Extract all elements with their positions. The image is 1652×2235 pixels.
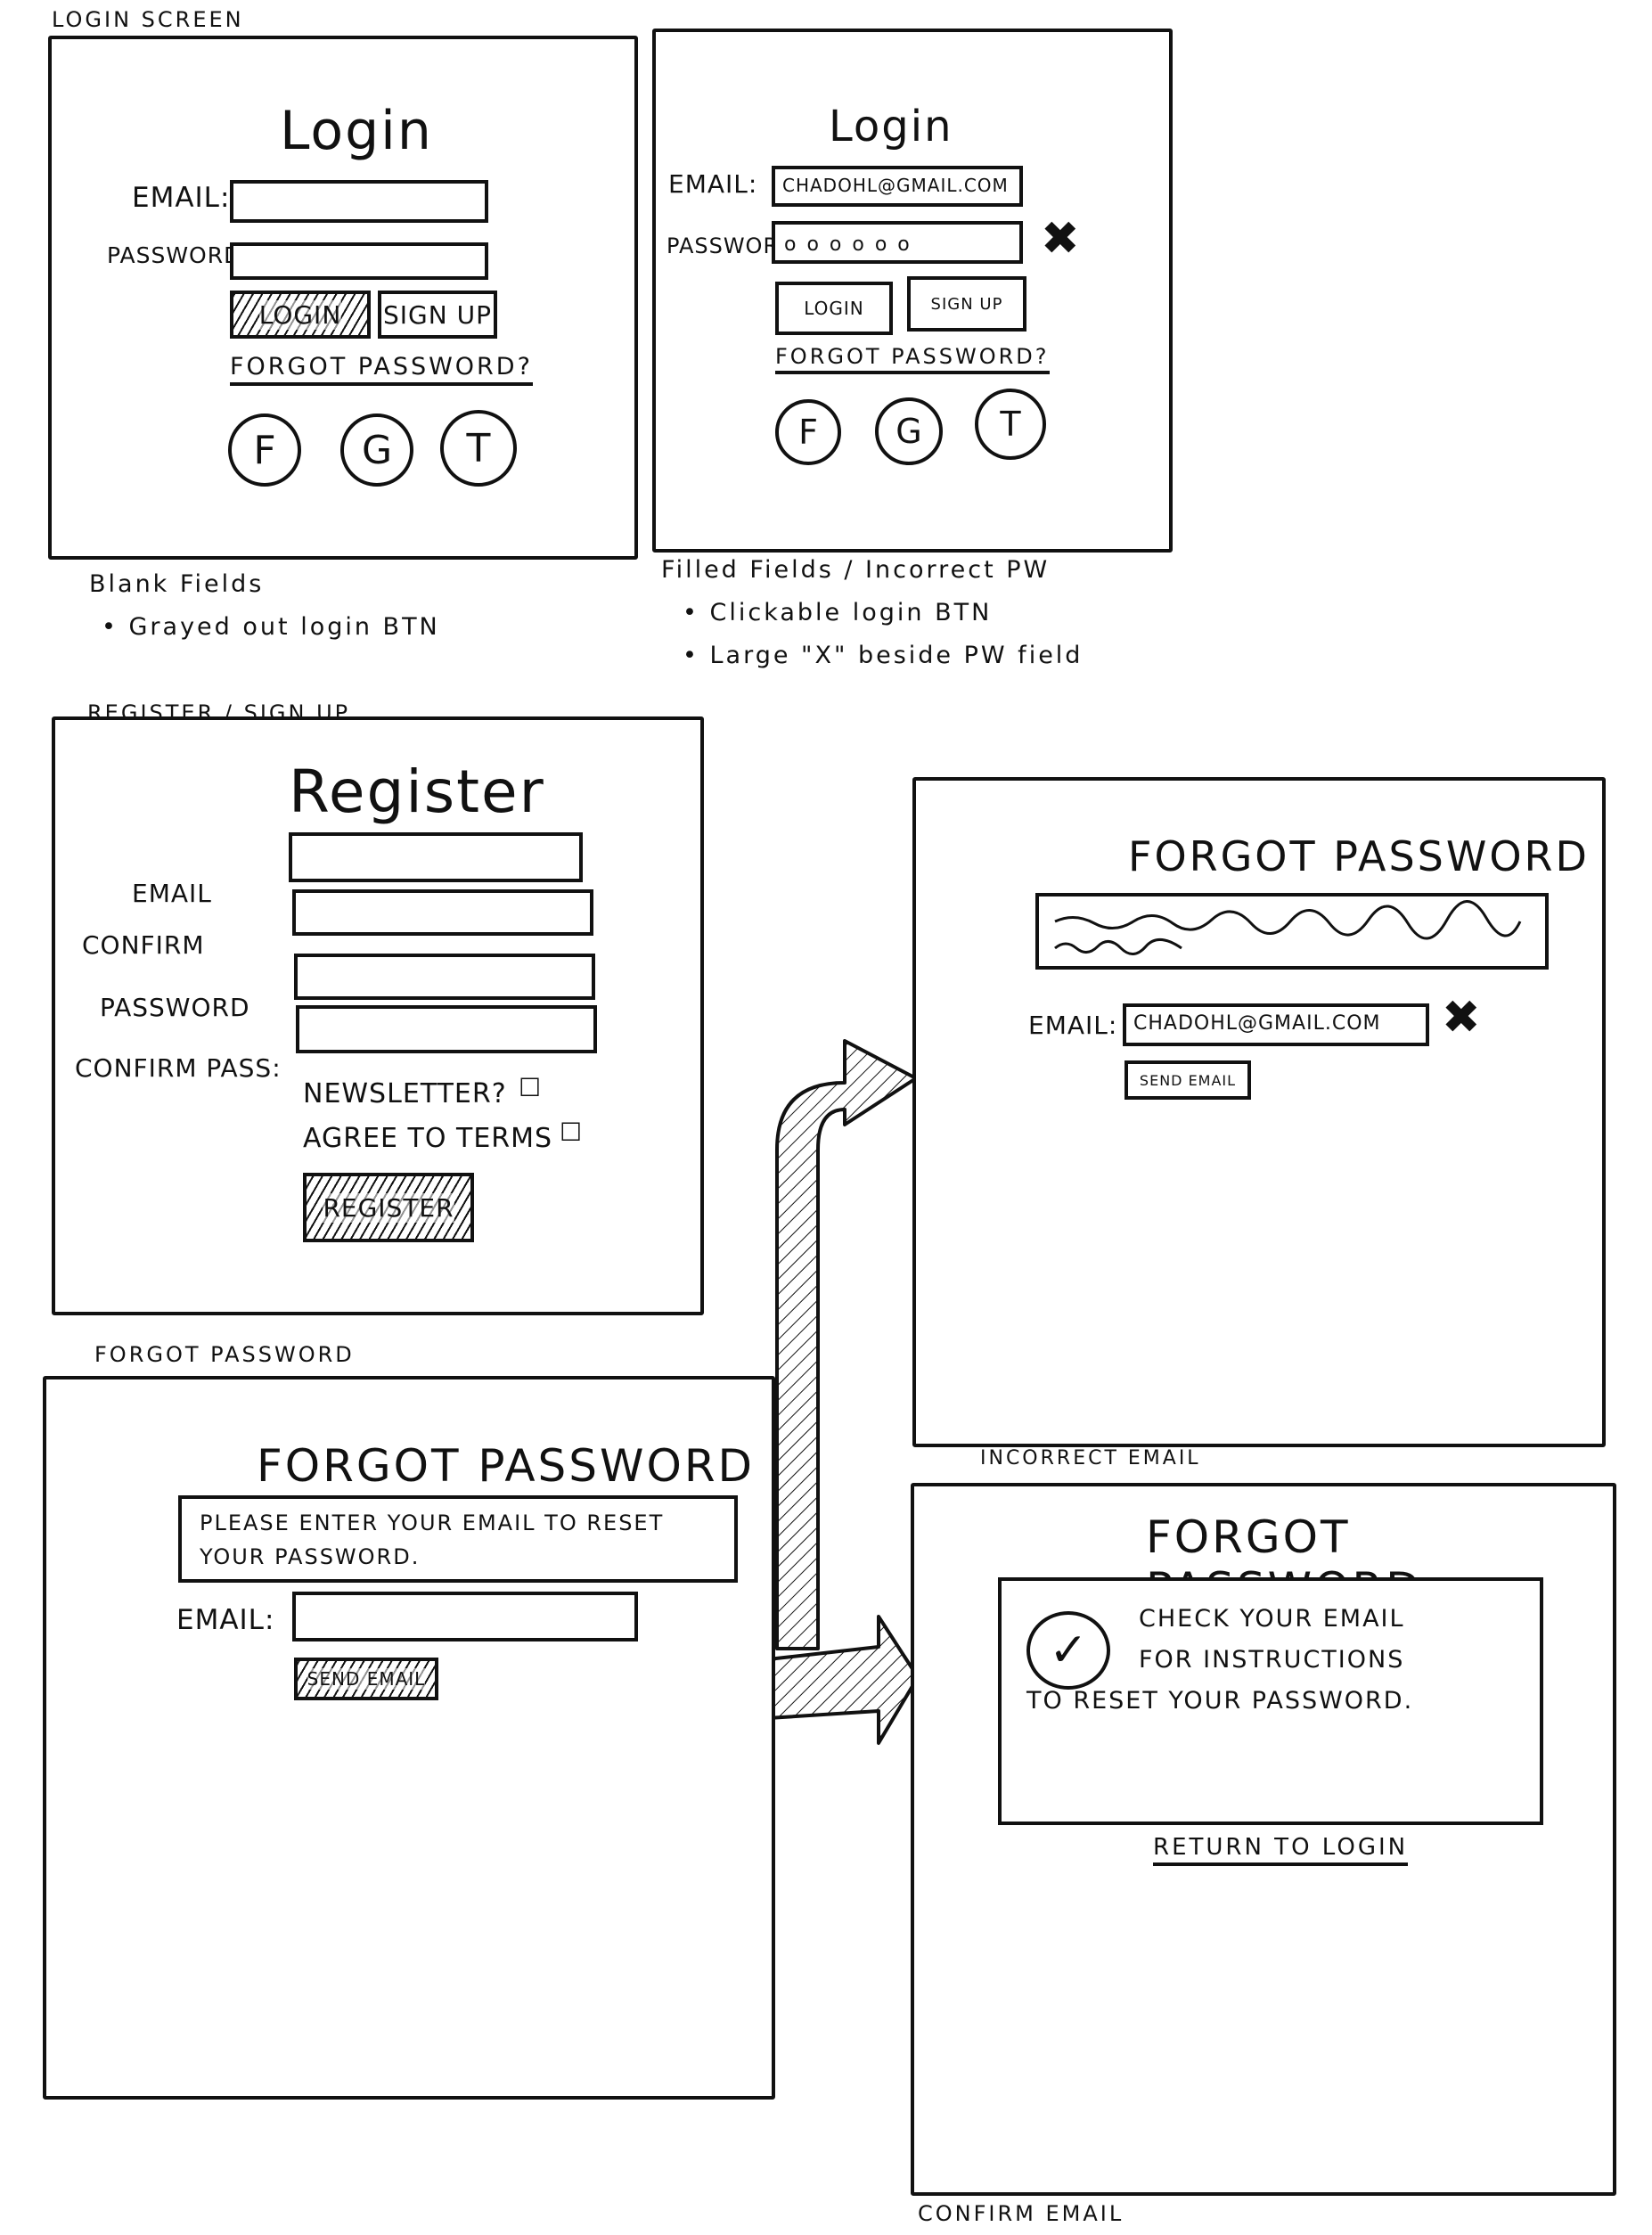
arrow-to-confirm-email xyxy=(766,1615,920,1745)
register-frame: Register EMAIL CONFIRM PASSWORD CONFIRM … xyxy=(52,716,704,1315)
facebook-login-icon[interactable]: F xyxy=(775,399,841,465)
confirm-email-caption: Confirm Email xyxy=(918,2201,1125,2226)
signup-button[interactable]: SIGN UP xyxy=(907,276,1026,332)
confirmation-message: CHECK YOUR EMAIL FOR INSTRUCTIONS TO RES… xyxy=(1026,1599,1525,1722)
check-circle-icon: ✓ xyxy=(1026,1611,1110,1690)
login-screen-caption: Login Screen xyxy=(52,7,244,32)
password-label: PASSWORD xyxy=(100,993,250,1022)
signup-button[interactable]: SIGN UP xyxy=(378,291,497,339)
forgot-caption: Forgot Password xyxy=(94,1342,355,1367)
register-button-disabled: REGISTER xyxy=(303,1173,474,1242)
password-label: PASSWORD: xyxy=(107,242,250,268)
note-title: Blank Fields xyxy=(89,570,265,598)
send-email-button[interactable]: SEND EMAIL xyxy=(1125,1060,1251,1100)
confirm-email-input[interactable] xyxy=(292,889,593,936)
forgot-title: FORGOT PASSWORD xyxy=(1128,832,1590,880)
login-filled-frame: Login EMAIL: CHADOHL@GMAIL.COM PASSWORD … xyxy=(652,29,1173,553)
email-error-x-icon: ✖ xyxy=(1442,991,1481,1044)
message-line: CHECK YOUR EMAIL xyxy=(1139,1605,1405,1633)
terms-checkbox[interactable]: ☐ xyxy=(560,1118,583,1147)
newsletter-checkbox[interactable]: ☐ xyxy=(519,1073,542,1102)
scribble-text-icon xyxy=(1054,900,1522,955)
confirm-frame: FORGOT PASSWORD ✓ CHECK YOUR EMAIL FOR I… xyxy=(911,1483,1616,2196)
login-blank-frame: Login EMAIL: PASSWORD: LOGIN SIGN UP FOR… xyxy=(48,36,638,560)
send-email-button-disabled: SEND EMAIL xyxy=(294,1658,438,1700)
note-title: Filled Fields / Incorrect PW xyxy=(661,556,1051,584)
google-login-icon[interactable]: G xyxy=(875,397,943,465)
forgot-password-link[interactable]: FORGOT PASSWORD? xyxy=(775,344,1050,374)
password-input-filled[interactable]: oooooo xyxy=(772,221,1023,264)
google-login-icon[interactable]: G xyxy=(340,413,413,487)
email-label: EMAIL: xyxy=(1028,1011,1118,1040)
message-line: FOR INSTRUCTIONS xyxy=(1139,1646,1405,1674)
register-title: Register xyxy=(289,757,545,826)
instructions-box: PLEASE ENTER YOUR EMAIL TO RESET YOUR PA… xyxy=(178,1495,738,1583)
confirm-email-label: CONFIRM xyxy=(82,930,205,960)
incorrect-email-caption: Incorrect Email xyxy=(980,1447,1201,1470)
email-label: EMAIL: xyxy=(668,169,758,199)
login-title: Login xyxy=(829,102,953,151)
arrow-to-incorrect-email xyxy=(775,1039,918,1650)
forgot-frame: FORGOT PASSWORD PLEASE ENTER YOUR EMAIL … xyxy=(43,1376,775,2100)
instructions-line: YOUR PASSWORD. xyxy=(200,1544,421,1569)
scribble-message-box xyxy=(1035,893,1549,970)
login-button-disabled: LOGIN xyxy=(230,291,371,339)
twitter-login-icon[interactable]: T xyxy=(975,389,1046,460)
confirm-password-input[interactable] xyxy=(296,1005,597,1053)
return-to-login-link[interactable]: RETURN TO LOGIN xyxy=(1153,1834,1409,1866)
confirm-password-label: CONFIRM PASS: xyxy=(75,1053,282,1083)
email-label: EMAIL: xyxy=(176,1604,275,1636)
message-line: TO RESET YOUR PASSWORD. xyxy=(1026,1687,1414,1715)
instructions-line: PLEASE ENTER YOUR EMAIL TO RESET xyxy=(200,1510,665,1535)
email-label: EMAIL xyxy=(132,879,212,908)
password-input[interactable] xyxy=(294,954,595,1000)
email-input-filled[interactable]: CHADOHL@GMAIL.COM xyxy=(1123,1003,1429,1046)
forgot-title: FORGOT PASSWORD xyxy=(257,1440,756,1492)
email-label: EMAIL: xyxy=(132,182,231,214)
confirmation-box: ✓ CHECK YOUR EMAIL FOR INSTRUCTIONS TO R… xyxy=(998,1577,1543,1825)
password-error-x-icon: ✖ xyxy=(1041,212,1080,266)
facebook-login-icon[interactable]: F xyxy=(228,413,301,487)
login-title: Login xyxy=(280,100,433,162)
login-blank-notes: Blank Fields • Grayed out login BTN xyxy=(89,563,440,649)
login-filled-notes: Filled Fields / Incorrect PW • Clickable… xyxy=(661,549,1083,677)
email-input-filled[interactable]: CHADOHL@GMAIL.COM xyxy=(772,166,1023,207)
email-input[interactable] xyxy=(230,180,488,223)
terms-label: AGREE TO TERMS xyxy=(303,1123,553,1154)
email-input[interactable] xyxy=(289,832,583,882)
forgot-incorrect-frame: FORGOT PASSWORD EMAIL: CHADOHL@GMAIL.COM… xyxy=(912,777,1606,1447)
login-button[interactable]: LOGIN xyxy=(775,282,893,335)
note-item: • Clickable login BTN xyxy=(683,599,993,626)
newsletter-label: NEWSLETTER? xyxy=(303,1078,507,1109)
note-item: • Large "X" beside PW field xyxy=(683,642,1084,669)
password-input[interactable] xyxy=(230,242,488,280)
email-input[interactable] xyxy=(292,1592,638,1641)
note-item: • Grayed out login BTN xyxy=(102,613,440,641)
forgot-password-link[interactable]: FORGOT PASSWORD? xyxy=(230,353,533,386)
twitter-login-icon[interactable]: T xyxy=(440,410,517,487)
